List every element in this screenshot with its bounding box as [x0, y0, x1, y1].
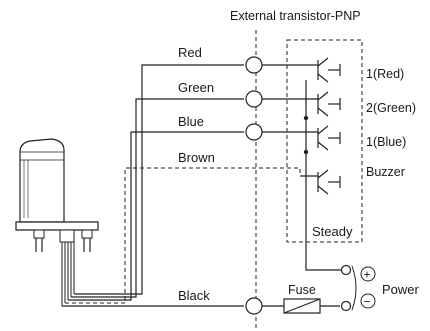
power-terminal-minus	[340, 300, 352, 312]
wire-label-blue: Blue	[178, 114, 204, 129]
output-label-buzzer: Buzzer	[366, 165, 405, 179]
junction-dot-1	[303, 115, 309, 121]
terminal-black	[245, 297, 263, 315]
pnp-transistor-icon	[300, 169, 341, 195]
wire-brown	[65, 167, 301, 304]
plus-symbol: +	[364, 268, 371, 282]
pnp-transistor-icon	[300, 91, 341, 117]
wire-blue	[68, 131, 244, 301]
output-label-3: 1(Blue)	[366, 135, 406, 149]
fuse-label: Fuse	[288, 283, 316, 297]
output-label-2: 2(Green)	[366, 101, 416, 115]
wire-label-black: Black	[178, 288, 210, 303]
diagram-title: External transistor-PNP	[230, 9, 361, 23]
wire-red	[74, 64, 244, 295]
terminal-blue	[245, 123, 263, 141]
power-bus-wire	[305, 200, 346, 271]
wire-label-green: Green	[178, 80, 214, 95]
wire-green	[71, 98, 244, 298]
wire-label-red: Red	[178, 45, 202, 60]
cable-bundle	[61, 242, 75, 306]
power-label: Power	[382, 282, 420, 297]
output-label-1: 1(Red)	[366, 67, 404, 81]
minus-badge	[360, 293, 376, 309]
mode-label: Steady	[312, 224, 353, 239]
switch-icon	[351, 265, 357, 311]
terminal-red	[245, 56, 263, 74]
wire-label-brown: Brown	[178, 150, 215, 165]
plus-badge	[360, 266, 376, 282]
minus-symbol: −	[364, 295, 371, 309]
pnp-transistor-icon	[300, 125, 341, 151]
signal-tower-icon	[15, 138, 99, 252]
power-terminal-plus	[340, 264, 352, 276]
fuse-icon	[283, 298, 321, 314]
terminal-green	[245, 90, 263, 108]
pnp-transistor-icon	[317, 57, 341, 83]
transistor-box	[286, 39, 363, 243]
junction-dot-2	[303, 149, 309, 155]
